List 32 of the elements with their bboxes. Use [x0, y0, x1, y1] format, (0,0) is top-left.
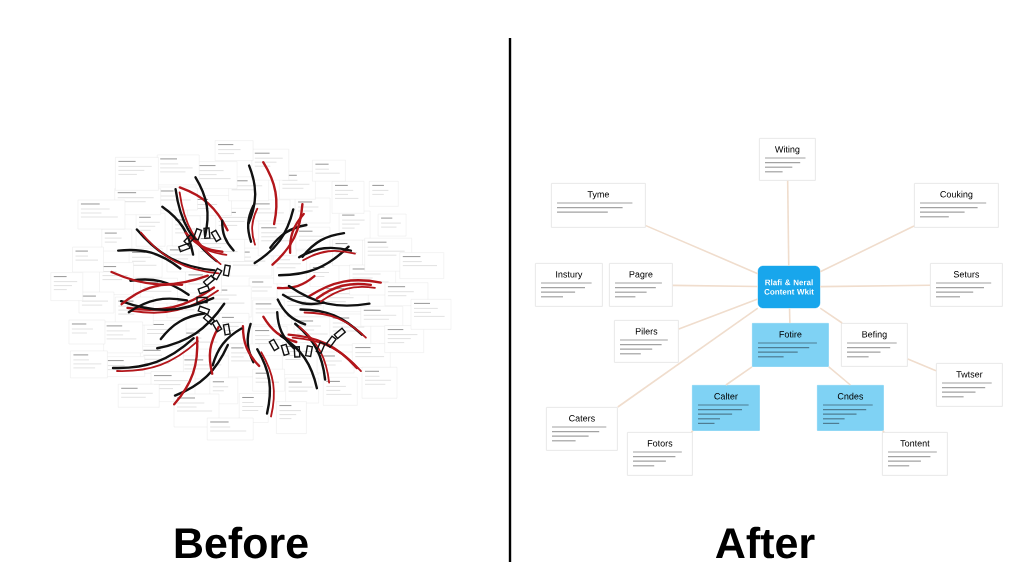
panel-label: Before: [175, 526, 308, 559]
connector-line: [645, 224, 759, 275]
topic-card: Fotire: [752, 323, 829, 367]
topic-card: Twtser: [936, 363, 1003, 407]
connector-line: [907, 358, 937, 372]
topic-card: Tyme: [551, 183, 646, 228]
connector-line: [819, 284, 931, 288]
connector-line: [678, 298, 759, 330]
topic-card: Calter: [692, 385, 760, 431]
connector-line: [828, 366, 852, 386]
topic-card: Couking: [914, 183, 999, 228]
connector-line: [788, 307, 791, 324]
connector-line: [819, 225, 915, 273]
connector-line: [819, 307, 843, 324]
topic-card: Befing: [841, 323, 908, 367]
panel-label: After: [715, 526, 815, 559]
topic-card: Witing: [759, 138, 816, 181]
connector-line: [617, 307, 759, 408]
connector-line: [786, 180, 790, 267]
topic-card: Pagre: [609, 263, 673, 307]
topic-card: Seturs: [930, 263, 1003, 307]
hub-box: Rlafi & Neral Content Wkit: [757, 265, 821, 309]
topic-card: Fotors: [627, 432, 693, 476]
topic-card: Cndes: [817, 385, 884, 431]
topic-card: Tontent: [882, 432, 948, 476]
connector-line: [725, 366, 753, 386]
connector-line: [672, 284, 759, 288]
topic-card: Instury: [535, 263, 603, 307]
connector-line: [690, 430, 694, 433]
topic-card: Pilers: [614, 320, 679, 363]
topic-card: Caters: [546, 407, 618, 451]
connector-line: [881, 430, 885, 433]
